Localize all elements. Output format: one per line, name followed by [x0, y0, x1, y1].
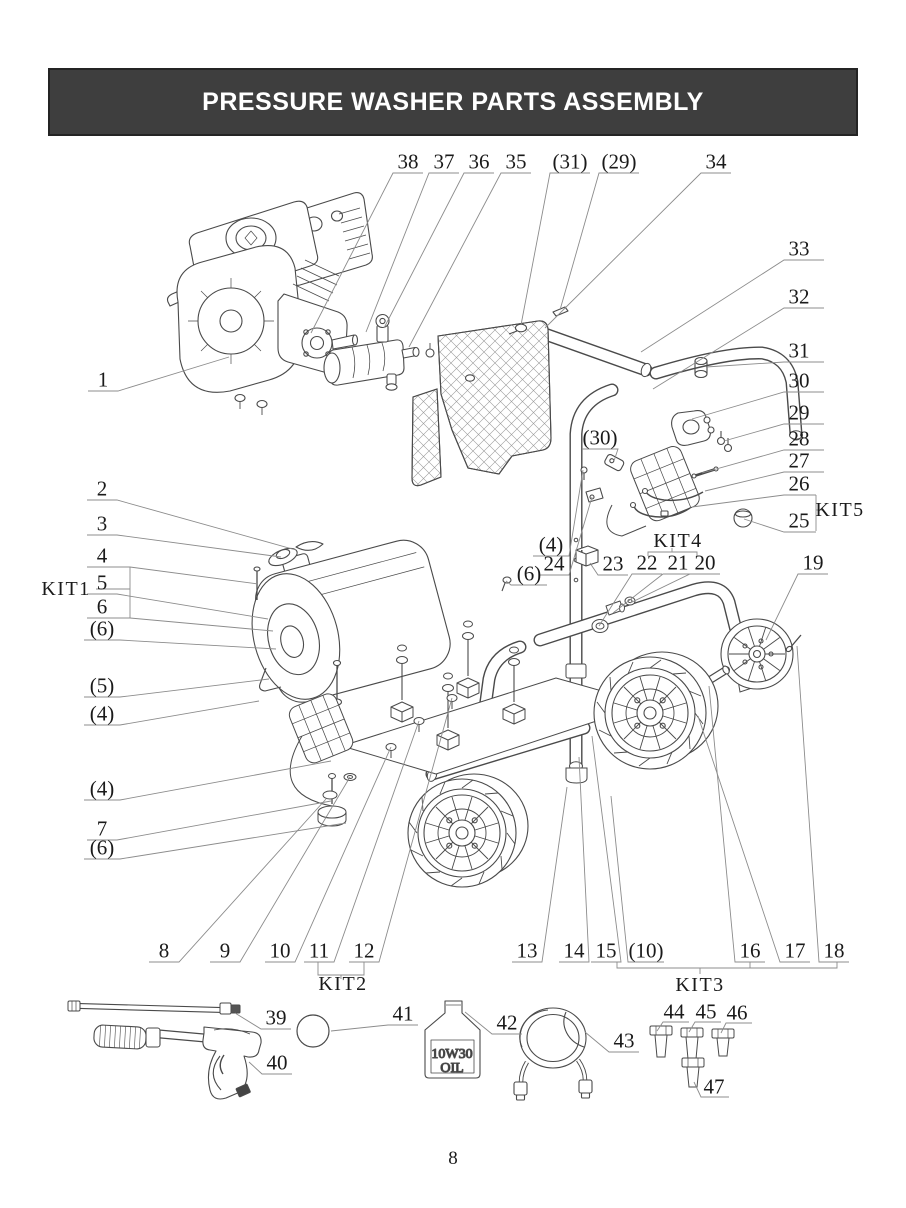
- hose-fitting-47-drawing: [681, 1057, 705, 1088]
- page-number: 8: [448, 1148, 458, 1169]
- belt-guard-drawing: [411, 320, 552, 487]
- spray-gun-drawing: [93, 1024, 262, 1100]
- oil-label-line1: 10W30: [431, 1047, 472, 1062]
- hose-fitting-45-drawing: [680, 1027, 704, 1060]
- oil-label-line2: OIL: [440, 1061, 463, 1076]
- page-title: PRESSURE WASHER PARTS ASSEMBLY: [202, 87, 704, 116]
- base-plate-drawing: [341, 596, 649, 781]
- oring-drawing: [296, 1014, 330, 1048]
- engine-guard-drawing: [288, 446, 700, 807]
- wand-drawing: [67, 1000, 241, 1015]
- foot-drawing: [317, 773, 347, 827]
- wheel-left-drawing: [407, 773, 529, 888]
- hose-fitting-44-drawing: [649, 1025, 673, 1058]
- fuel-tank-drawing: [251, 539, 451, 721]
- title-bar: PRESSURE WASHER PARTS ASSEMBLY: [48, 68, 858, 136]
- hose-drawing: [513, 1007, 593, 1101]
- wheel-right-drawing: [593, 651, 719, 770]
- hose-fitting-46-drawing: [711, 1028, 735, 1057]
- leader-lines: [84, 172, 849, 1098]
- oil-bottle-drawing: 10W30 OIL: [424, 1000, 481, 1079]
- engine-drawing: [166, 192, 373, 415]
